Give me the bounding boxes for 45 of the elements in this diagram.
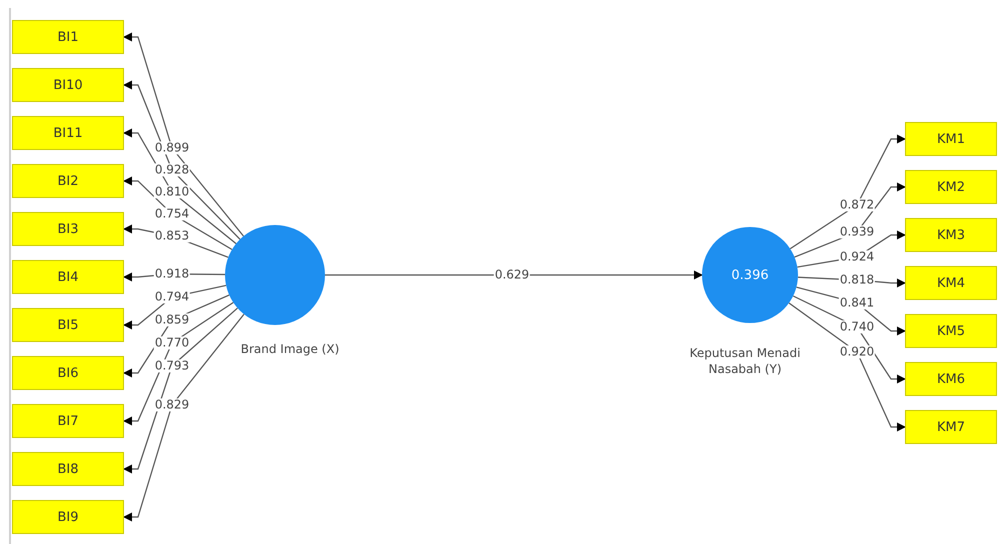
indicator-box: KM1: [905, 122, 997, 156]
edge-label: 0.853: [154, 229, 190, 243]
construct-name: Brand Image (X): [240, 342, 340, 358]
edge-label: 0.918: [154, 267, 190, 281]
indicator-box: BI3: [12, 212, 124, 246]
edge-label: 0.841: [838, 296, 876, 310]
construct-name: Keputusan Menadi Nasabah (Y): [688, 346, 802, 378]
indicator-box: BI9: [12, 500, 124, 534]
indicator-box: BI7: [12, 404, 124, 438]
edge-label: 0.859: [154, 313, 190, 327]
edge-label: 0.793: [154, 359, 190, 373]
r-squared-value: 0.396: [731, 268, 769, 282]
edge-label: 0.740: [838, 320, 876, 334]
edge-label: 0.818: [838, 273, 876, 287]
edge-label: 0.810: [154, 185, 190, 199]
edge-label: 0.829: [154, 398, 190, 412]
edge-label: 0.920: [838, 345, 876, 359]
arrow: [123, 314, 244, 522]
edge-label: 0.924: [838, 250, 876, 264]
edge-label: 0.872: [838, 198, 876, 212]
indicator-box: BI6: [12, 356, 124, 390]
arrow: [123, 32, 244, 237]
indicator-box: KM6: [905, 362, 997, 396]
arrow: [788, 302, 906, 432]
indicator-box: KM7: [905, 410, 997, 444]
indicator-box: BI4: [12, 260, 124, 294]
edge-label: 0.754: [154, 207, 190, 221]
edge-label: 0.939: [838, 225, 876, 239]
edge-label: 0.899: [154, 141, 190, 155]
edge-label: 0.629: [494, 268, 530, 282]
edge-label: 0.770: [154, 336, 190, 350]
indicator-box: BI11: [12, 116, 124, 150]
edge-label: 0.928: [154, 163, 190, 177]
indicator-box: BI1: [12, 20, 124, 54]
indicator-box: BI5: [12, 308, 124, 342]
indicator-box: BI2: [12, 164, 124, 198]
indicator-box: KM2: [905, 170, 997, 204]
indicator-box: KM4: [905, 266, 997, 300]
indicator-box: KM3: [905, 218, 997, 252]
indicator-box: BI8: [12, 452, 124, 486]
edge-label: 0.794: [154, 290, 190, 304]
arrow: [325, 270, 703, 280]
indicator-box: BI10: [12, 68, 124, 102]
indicator-box: KM5: [905, 314, 997, 348]
arrow: [790, 134, 906, 250]
